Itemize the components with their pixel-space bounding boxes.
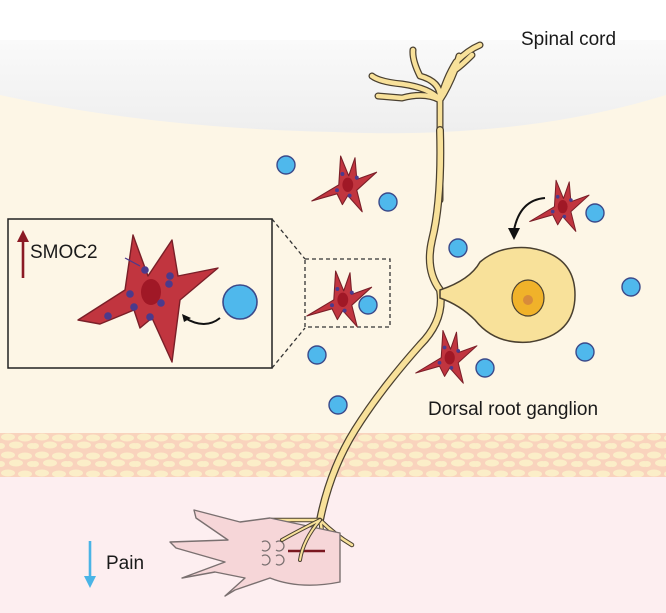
inset-immune-cell bbox=[222, 284, 258, 320]
smoc2-pointer bbox=[124, 257, 141, 267]
inset-macrophage bbox=[77, 234, 219, 363]
immune-cell bbox=[475, 358, 495, 378]
immune-cell bbox=[307, 345, 327, 365]
migration-arrow bbox=[513, 197, 546, 231]
smoc2-dots bbox=[104, 266, 174, 321]
inset-interaction-arrow bbox=[184, 317, 221, 325]
drg-label: Dorsal root ganglion bbox=[428, 399, 598, 420]
immune-cell bbox=[575, 342, 595, 362]
immune-cell bbox=[585, 203, 605, 223]
immune-cell bbox=[378, 192, 398, 212]
immune-cells bbox=[276, 155, 641, 415]
smoc2-label: SMOC2 bbox=[30, 242, 98, 263]
immune-cell bbox=[328, 395, 348, 415]
smoc2-up-arrow bbox=[17, 230, 29, 278]
pain-down-arrow bbox=[84, 541, 96, 588]
neuron-axon bbox=[316, 126, 445, 524]
neuron-nucleolus bbox=[523, 295, 533, 305]
immune-cell bbox=[276, 155, 296, 175]
neuron-soma bbox=[439, 246, 576, 344]
pain-label: Pain bbox=[106, 553, 144, 574]
paw-pads bbox=[261, 540, 285, 566]
paw bbox=[169, 509, 341, 597]
spinal-cord-label: Spinal cord bbox=[521, 29, 616, 50]
immune-cell bbox=[621, 277, 641, 297]
zoom-region-box bbox=[304, 258, 391, 328]
immune-cell bbox=[448, 238, 468, 258]
immune-cell bbox=[358, 295, 378, 315]
